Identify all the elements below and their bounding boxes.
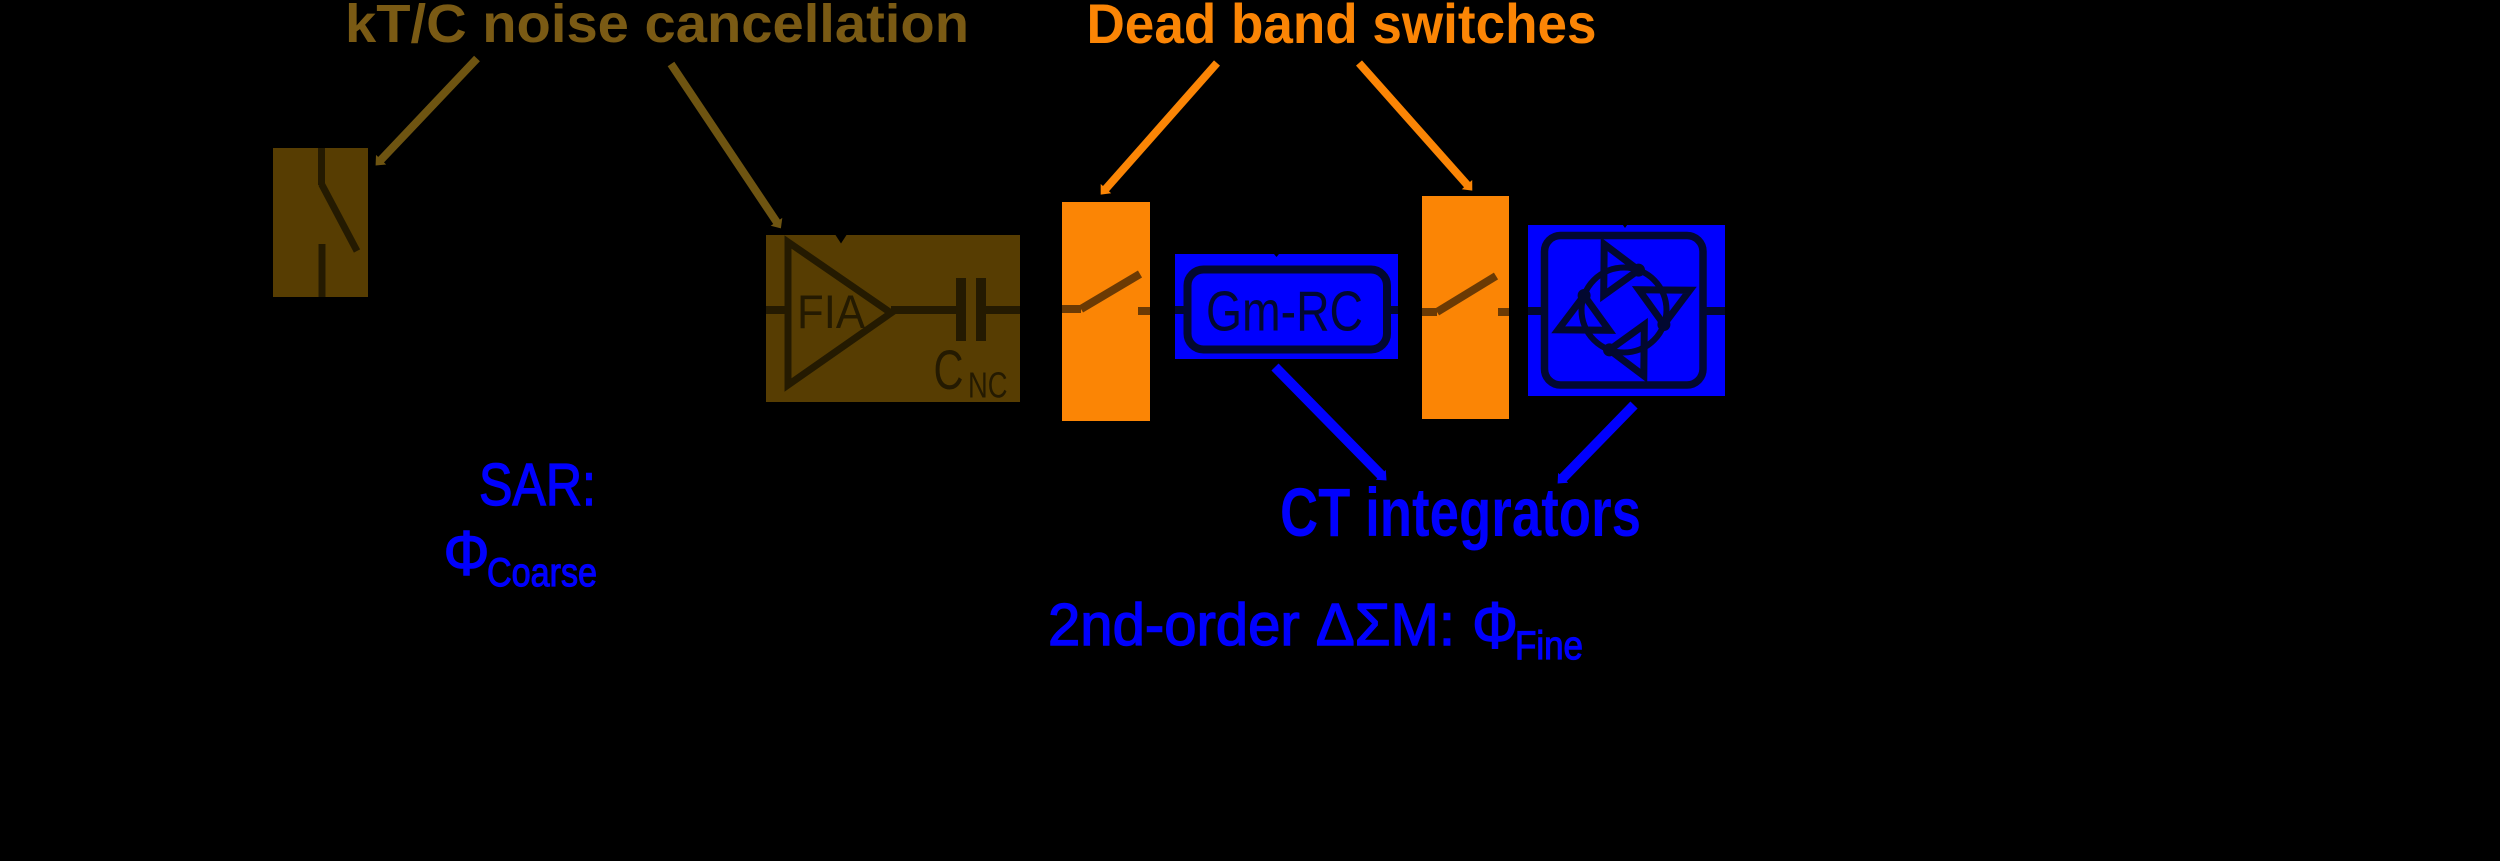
svg-text:kT/C noise cancellation: kT/C noise cancellation [345,0,969,54]
svg-text:Gm-RC: Gm-RC [1206,280,1363,344]
svg-text:Dead band switches: Dead band switches [1087,0,1597,55]
svg-text:Fine: Fine [1515,624,1583,668]
svg-text:SAR:: SAR: [479,452,596,518]
svg-text:FIA: FIA [797,285,866,338]
svg-text:C: C [934,338,964,401]
svg-text:Φ: Φ [1472,588,1518,662]
svg-text:CT integrators: CT integrators [1280,474,1641,551]
svg-text:2nd-order ΔΣM:: 2nd-order ΔΣM: [1048,592,1455,658]
svg-text:Coarse: Coarse [487,551,597,595]
svg-text:Φ: Φ [444,519,490,589]
svg-text:NC: NC [968,365,1008,406]
